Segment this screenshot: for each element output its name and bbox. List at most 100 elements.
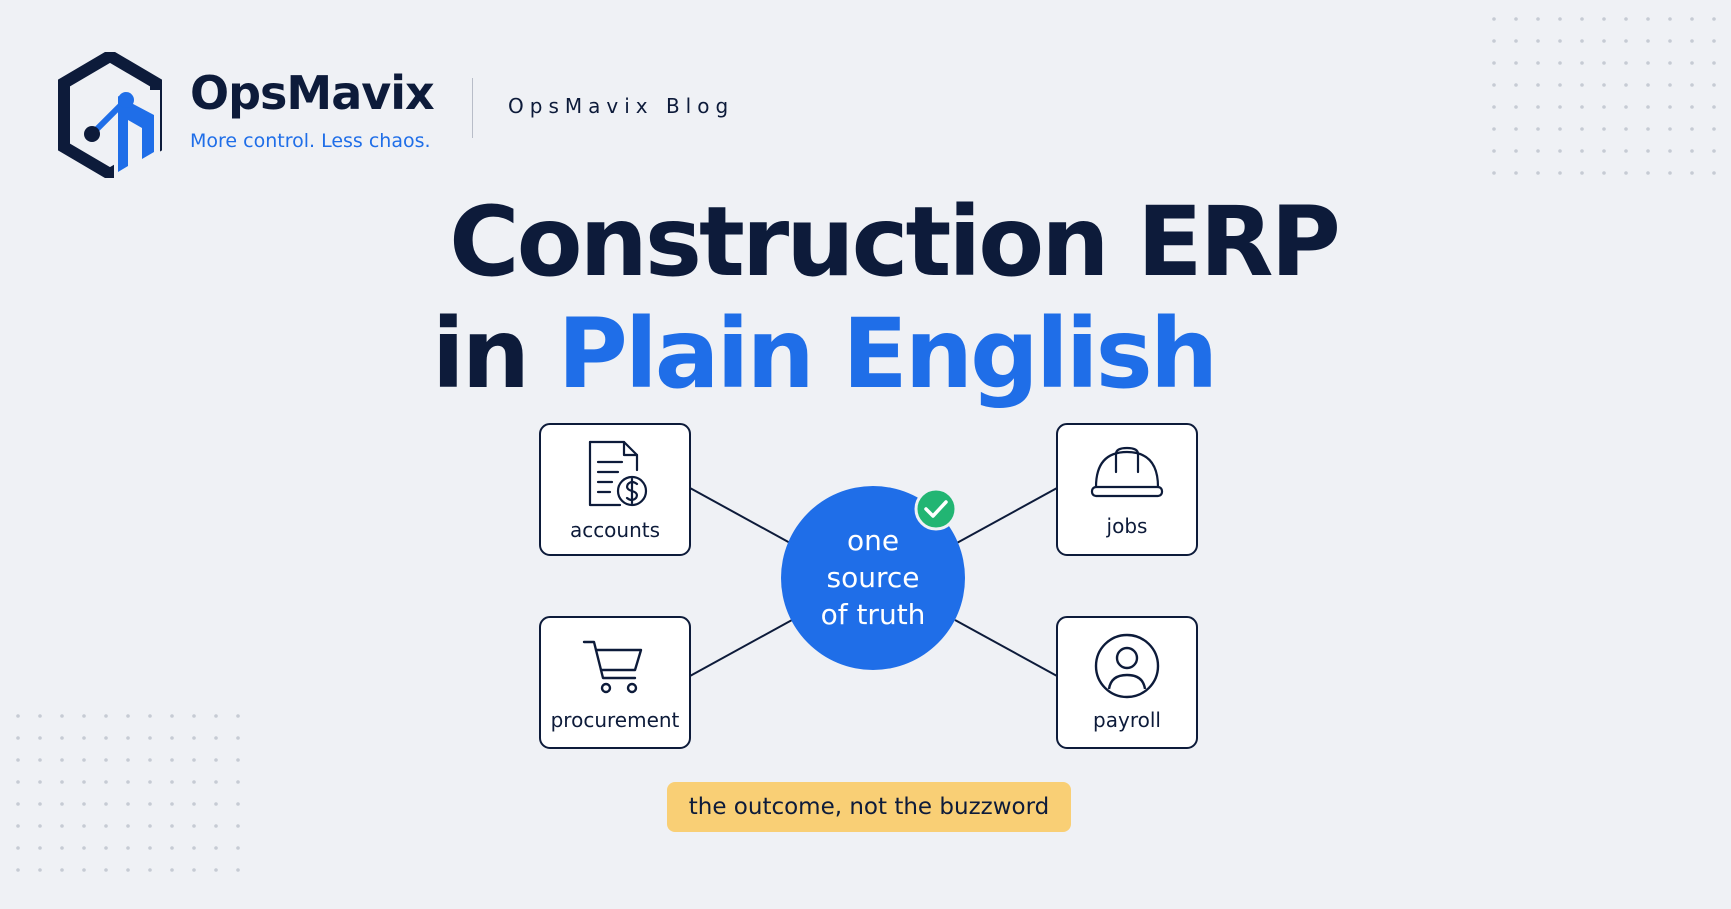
decorative-dot (1624, 39, 1628, 43)
decorative-dot (1668, 171, 1672, 175)
decorative-dot (170, 846, 174, 850)
decorative-dot (1514, 83, 1518, 87)
decorative-dot (214, 780, 218, 784)
decorative-dot (192, 868, 196, 872)
decorative-dot (38, 802, 42, 806)
decorative-dot (16, 714, 20, 718)
connector-accounts (689, 487, 793, 545)
decorative-dot (170, 868, 174, 872)
decorative-dot (192, 824, 196, 828)
decorative-dot (1514, 127, 1518, 131)
decorative-dot (1514, 171, 1518, 175)
decorative-dot (16, 780, 20, 784)
decorative-dot (1668, 105, 1672, 109)
decorative-dot (1668, 127, 1672, 131)
decorative-dot (16, 802, 20, 806)
decorative-dot (126, 846, 130, 850)
decorative-dot (1624, 105, 1628, 109)
decorative-dot (236, 802, 240, 806)
decorative-dot (104, 868, 108, 872)
brand-name: OpsMavix (190, 66, 435, 120)
brand-tagline: More control. Less chaos. (190, 130, 431, 152)
decorative-dot (38, 846, 42, 850)
connector-jobs (954, 487, 1058, 545)
decorative-dot (170, 780, 174, 784)
decorative-dot (38, 780, 42, 784)
decorative-dot (1558, 149, 1562, 153)
decorative-dot (1536, 105, 1540, 109)
decorative-dot (126, 736, 130, 740)
decorative-dot (1712, 83, 1716, 87)
decorative-dot (82, 780, 86, 784)
header-divider (472, 78, 473, 138)
hub-line-3: of truth (820, 598, 926, 631)
headline-line-1: Construction ERP (449, 186, 1341, 298)
blog-label: OpsMavix Blog (508, 94, 735, 118)
decorative-dot (82, 758, 86, 762)
decorative-dot (1536, 83, 1540, 87)
decorative-dot (60, 780, 64, 784)
decorative-dot (214, 802, 218, 806)
decorative-dot (1536, 61, 1540, 65)
decorative-dot (16, 736, 20, 740)
decorative-dot (60, 758, 64, 762)
decorative-dot (1602, 127, 1606, 131)
decorative-dot (1712, 149, 1716, 153)
decorative-dot (1514, 17, 1518, 21)
decorative-dot (1624, 171, 1628, 175)
decorative-dot (1624, 149, 1628, 153)
decorative-dot (1712, 105, 1716, 109)
headline-line-2: in Plain English (0, 306, 1689, 402)
decorative-dot (1712, 61, 1716, 65)
decorative-dot (1690, 171, 1694, 175)
decorative-dot (148, 824, 152, 828)
decorative-dot (1690, 17, 1694, 21)
decorative-dot (82, 846, 86, 850)
user-circle-icon (1094, 633, 1160, 699)
decorative-dot (38, 758, 42, 762)
node-label-accounts: accounts (569, 518, 661, 542)
decorative-dot (236, 714, 240, 718)
decorative-dot (214, 736, 218, 740)
decorative-dot (1602, 61, 1606, 65)
decorative-dot (1536, 171, 1540, 175)
hub-line-1: one (846, 524, 900, 557)
decorative-dot (1602, 149, 1606, 153)
decorative-dot (1514, 39, 1518, 43)
decorative-dot (1690, 127, 1694, 131)
decorative-dot (1536, 39, 1540, 43)
decorative-dot (60, 714, 64, 718)
decorative-dot (126, 780, 130, 784)
outcome-badge: the outcome, not the buzzword (667, 782, 1071, 832)
decorative-dot (148, 736, 152, 740)
decorative-dot (1558, 61, 1562, 65)
decorative-dot (1602, 105, 1606, 109)
decorative-dot (16, 846, 20, 850)
decorative-dot (192, 714, 196, 718)
decorative-dot (1492, 149, 1496, 153)
decorative-dot (1514, 149, 1518, 153)
decorative-dot (1492, 171, 1496, 175)
decorative-dot (1558, 127, 1562, 131)
decorative-dot (1580, 127, 1584, 131)
decorative-dot (60, 824, 64, 828)
decorative-dot (1492, 61, 1496, 65)
decorative-dot (214, 824, 218, 828)
decorative-dot (214, 714, 218, 718)
decorative-dot (1580, 105, 1584, 109)
decorative-dot (236, 868, 240, 872)
decorative-dot (1602, 83, 1606, 87)
decorative-dot (236, 824, 240, 828)
decorative-dot (1602, 17, 1606, 21)
headline-prefix: in (431, 298, 558, 410)
decorative-dot (192, 802, 196, 806)
dot-grid-top-right (1492, 17, 1716, 175)
decorative-dot (16, 868, 20, 872)
decorative-dot (104, 780, 108, 784)
decorative-dot (38, 714, 42, 718)
decorative-dot (104, 714, 108, 718)
hard-hat-icon (1090, 446, 1164, 498)
decorative-dot (1712, 171, 1716, 175)
decorative-dot (1580, 39, 1584, 43)
